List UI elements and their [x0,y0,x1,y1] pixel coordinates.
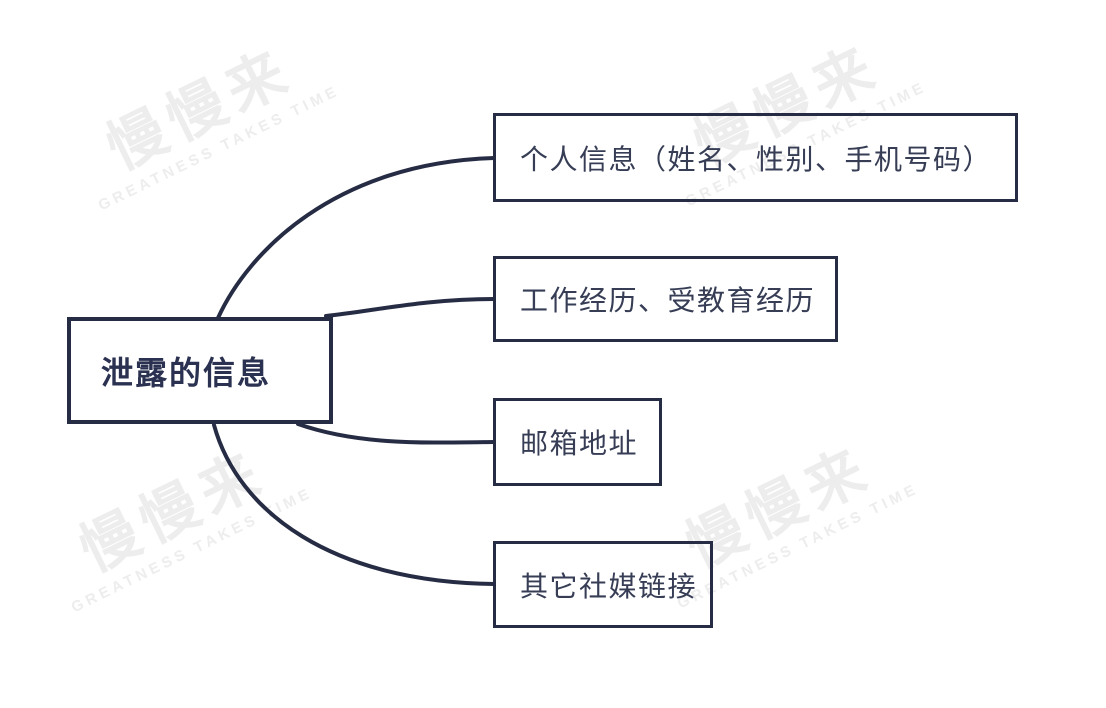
node-social-links[interactable]: 其它社媒链接 [493,541,713,628]
connector-email-address [296,422,496,445]
node-label: 工作经历、受教育经历 [520,285,816,316]
node-work-education[interactable]: 工作经历、受教育经历 [493,256,838,342]
node-email-address[interactable]: 邮箱地址 [493,398,662,486]
node-label: 其它社媒链接 [520,570,698,602]
node-personal-info[interactable]: 个人信息（姓名、性别、手机号码） [493,113,1018,202]
connector-social-links [212,423,496,586]
node-label: 个人信息（姓名、性别、手机号码） [520,143,993,175]
node-label: 邮箱地址 [520,428,639,459]
node-root[interactable]: 泄露的信息 [67,317,333,424]
connector-personal-info [216,156,496,320]
connector-work-education [324,297,496,318]
node-root-label: 泄露的信息 [101,354,272,391]
